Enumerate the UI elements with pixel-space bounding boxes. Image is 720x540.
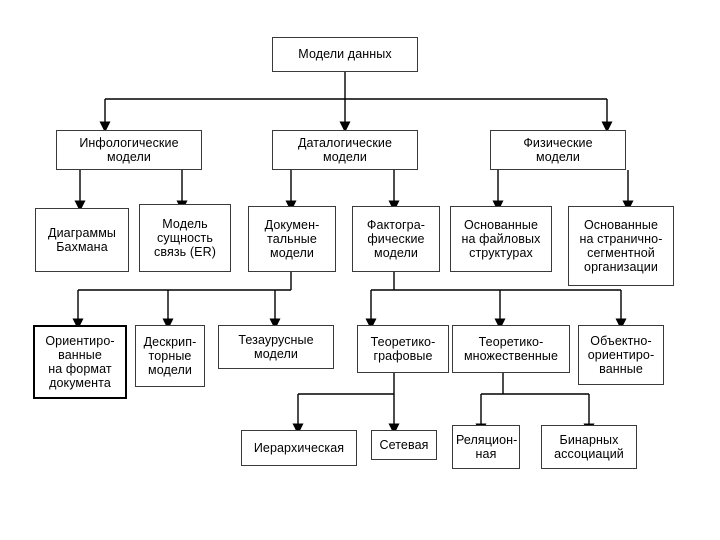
- node-label: Фактогра- фические модели: [366, 217, 426, 261]
- node-descriptor-models[interactable]: Дескрип- торные модели: [135, 325, 205, 387]
- node-physical-models[interactable]: Физические модели: [490, 130, 626, 170]
- node-label: Объектно- ориентиро- ванные: [587, 333, 655, 377]
- node-label: Докумен- тальные модели: [264, 217, 320, 261]
- node-relational-model[interactable]: Реляцион- ная: [452, 425, 520, 469]
- node-entity-relationship-model[interactable]: Модель сущность связь (ER): [139, 204, 231, 272]
- node-graph-theoretic[interactable]: Теоретико- графовые: [357, 325, 449, 373]
- node-label: Физические модели: [523, 135, 593, 164]
- node-label: Иерархическая: [253, 440, 345, 455]
- node-label: Дескрип- торные модели: [143, 334, 197, 378]
- node-label: Основанные на файловых структурах: [461, 217, 541, 261]
- node-bachman-diagrams[interactable]: Диаграммы Бахмана: [35, 208, 129, 272]
- node-label: Теоретико- множественные: [463, 334, 559, 363]
- node-label: Бинарных ассоциаций: [554, 432, 624, 461]
- node-network-model[interactable]: Сетевая: [371, 430, 437, 460]
- node-datalogical-models[interactable]: Даталогические модели: [272, 130, 418, 170]
- node-page-segment-based[interactable]: Основанные на странично- сегментной орга…: [568, 206, 674, 286]
- node-label: Модели данных: [298, 47, 392, 62]
- node-label: Даталогические модели: [297, 135, 393, 164]
- node-set-theoretic[interactable]: Теоретико- множественные: [452, 325, 570, 373]
- node-infological-models[interactable]: Инфологические модели: [56, 130, 202, 170]
- node-label: Диаграммы Бахмана: [48, 225, 116, 254]
- node-label: Инфологические модели: [79, 135, 179, 164]
- node-hierarchical-model[interactable]: Иерархическая: [241, 430, 357, 466]
- node-label: Основанные на странично- сегментной орга…: [579, 217, 663, 275]
- node-label: Модель сущность связь (ER): [154, 216, 216, 260]
- node-label: Сетевая: [379, 437, 429, 452]
- node-root-data-models[interactable]: Модели данных: [272, 37, 418, 72]
- node-factographic-models[interactable]: Фактогра- фические модели: [352, 206, 440, 272]
- node-file-structure-based[interactable]: Основанные на файловых структурах: [450, 206, 552, 272]
- node-document-format-oriented[interactable]: Ориентиро- ванные на формат документа: [33, 325, 127, 399]
- node-label: Реляцион- ная: [456, 432, 518, 461]
- node-object-oriented[interactable]: Объектно- ориентиро- ванные: [578, 325, 664, 385]
- node-documentary-models[interactable]: Докумен- тальные модели: [248, 206, 336, 272]
- node-label: Ориентиро- ванные на формат документа: [45, 333, 115, 391]
- node-thesaurus-models[interactable]: Тезаурусные модели: [218, 325, 334, 369]
- node-binary-associations-model[interactable]: Бинарных ассоциаций: [541, 425, 637, 469]
- node-label: Тезаурусные модели: [238, 332, 314, 361]
- node-label: Теоретико- графовые: [370, 334, 436, 363]
